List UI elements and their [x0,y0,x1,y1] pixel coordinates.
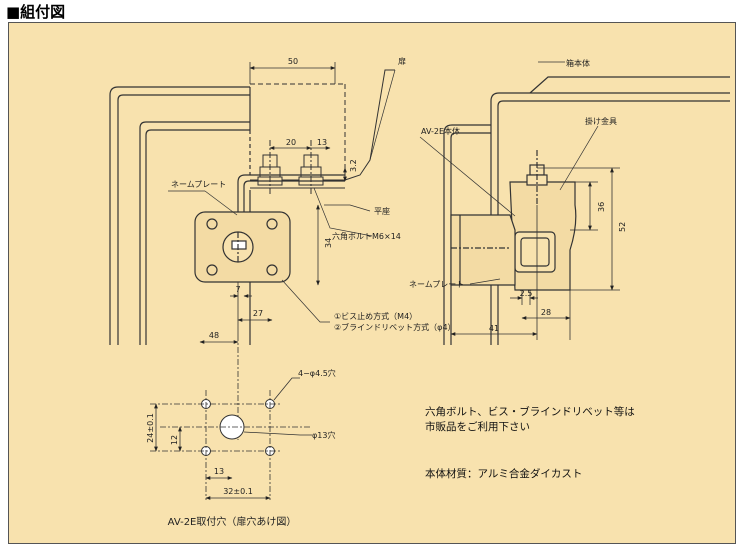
av2e-body-side [450,214,516,286]
section-title: ■組付図 [6,3,66,21]
dim-13-top: 13 [317,138,327,147]
label-flat-washer: 平座 [374,206,390,216]
label-hook-bracket: 掛け金具 [585,116,617,126]
dim-41: 41 [489,324,499,333]
dim-50: 50 [288,57,298,66]
label-box-body: 箱本体 [566,58,590,68]
label-door: 扉 [398,56,406,66]
name-plate-body [194,211,291,283]
dim-52: 52 [618,222,627,232]
hole-caption: AV-2E取付穴（扉穴あけ図） [168,515,297,528]
dim-36: 36 [597,202,606,212]
left-leaders [168,69,396,323]
note-line-2: 市販品をご利用下さい [425,421,530,433]
note-line-1: 六角ボルト、ビス・ブラインドリベット等は [425,406,635,418]
dim-12: 12 [170,435,179,445]
hole-dimensions [150,377,312,500]
dim-32: 32±0.1 [223,487,253,496]
dim-34: 34 [324,238,333,248]
dim-28: 28 [541,308,551,317]
label-fix-method-2: ②ブラインドリベット方式（φ4） [334,322,456,332]
right-frame [443,76,730,345]
label-name-plate-right: ネームプレート [409,280,464,289]
label-name-plate-left: ネームプレート [171,180,226,189]
label-av2e-body: AV-2E本体 [421,126,460,136]
l-bracket [237,174,345,272]
drawing-panel [8,22,736,544]
right-dimensions [450,167,620,340]
dim-13-bottom: 13 [214,467,224,476]
hook-bracket [509,150,577,291]
label-fix-method-1: ①ビス止め方式（M4） [334,311,417,321]
right-leaders [419,61,599,285]
dim-3-2: 3.2 [349,159,358,172]
label-hex-bolt: 六角ボルトM6×14 [332,231,401,241]
label-hole-13: φ13穴 [312,430,335,440]
label-holes-4: 4−φ4.5穴 [298,368,336,378]
dim-2-5: 2.5 [520,289,533,298]
dim-24: 24±0.1 [146,413,155,443]
dim-20: 20 [286,138,296,147]
dim-7: 7 [235,285,240,294]
dim-27: 27 [253,309,263,318]
dim-48: 48 [209,331,219,340]
note-material: 本体材質：アルミ合金ダイカスト [425,468,583,480]
